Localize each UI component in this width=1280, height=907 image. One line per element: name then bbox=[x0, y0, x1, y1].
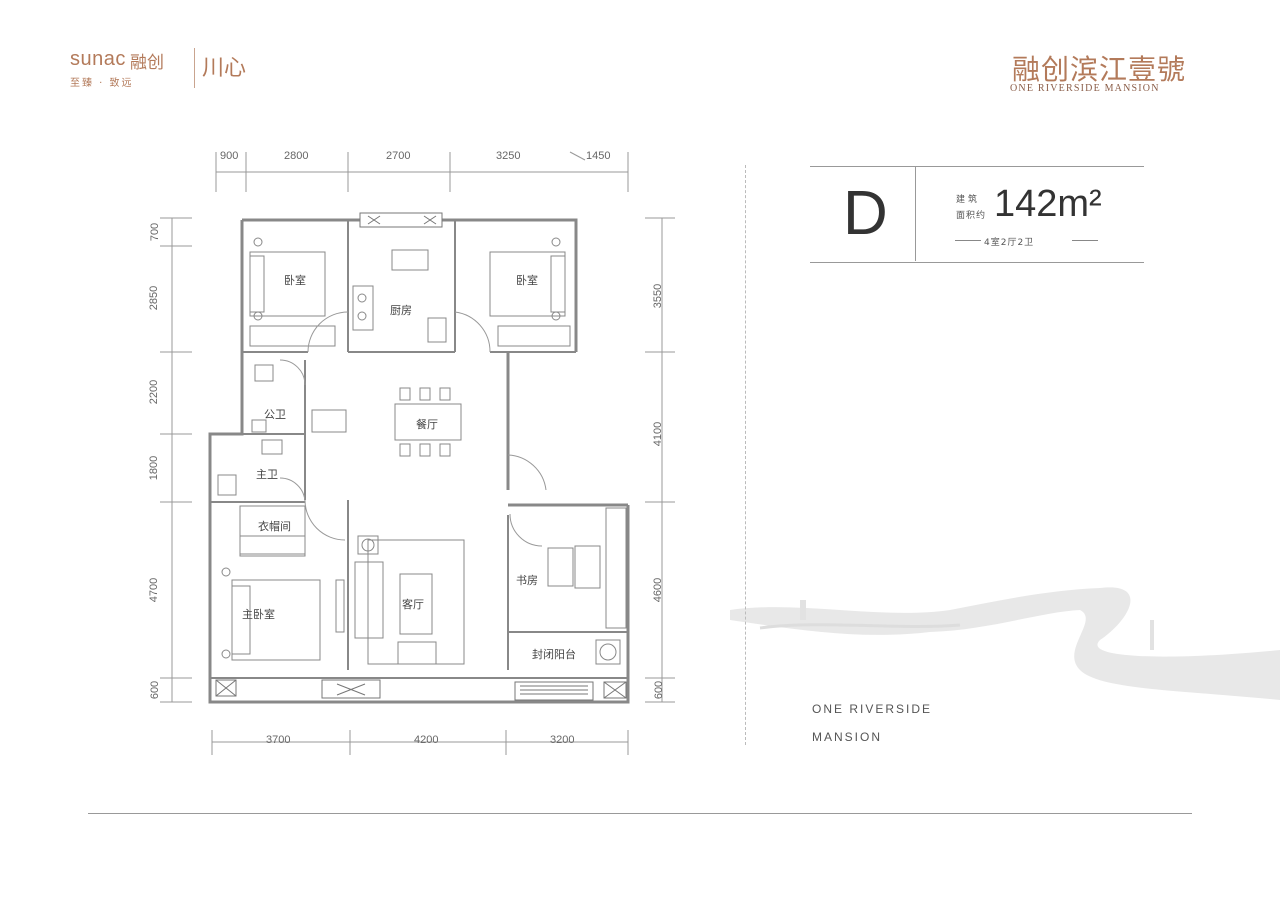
room-kitchen: 厨房 bbox=[390, 304, 412, 317]
sub-brand-mark-icon: 川心 bbox=[202, 56, 247, 81]
room-master-bedroom: 主卧室 bbox=[242, 608, 275, 621]
layout-text: 4室2厅2卫 bbox=[984, 238, 1035, 248]
dim-right-4: 600 bbox=[653, 680, 666, 700]
dim-top-3: 2700 bbox=[386, 150, 411, 162]
area-value: 142m² bbox=[994, 183, 1102, 225]
area-label-line2: 面积约 bbox=[956, 211, 987, 221]
footer-en-line2: MANSION bbox=[812, 730, 883, 744]
dim-right-1: 3550 bbox=[652, 283, 665, 309]
dim-right-3: 4600 bbox=[652, 577, 665, 603]
dim-right-2: 4100 bbox=[652, 421, 665, 447]
room-master-bath: 主卫 bbox=[256, 468, 278, 481]
project-name-cn: 融创滨江壹號 bbox=[1012, 53, 1187, 86]
project-name-en: ONE RIVERSIDE MANSION bbox=[1010, 83, 1160, 94]
footer-en-line1: ONE RIVERSIDE bbox=[812, 702, 933, 716]
room-enclosed-balcony: 封闭阳台 bbox=[532, 648, 576, 661]
dim-left-3: 2200 bbox=[148, 379, 161, 405]
room-walk-in-closet: 衣帽间 bbox=[258, 520, 291, 533]
footer-rule bbox=[88, 813, 1192, 814]
dim-bottom-3: 3200 bbox=[550, 734, 575, 746]
room-study: 书房 bbox=[516, 574, 538, 587]
dim-bottom-2: 4200 bbox=[414, 734, 439, 746]
unit-type-letter: D bbox=[843, 179, 888, 248]
dashed-separator bbox=[745, 165, 746, 745]
brand-slogan: 至臻 · 致远 bbox=[70, 78, 134, 89]
room-bedroom-2: 卧室 bbox=[516, 274, 538, 287]
dim-top-4: 3250 bbox=[496, 150, 521, 162]
area-label-line1: 建筑 bbox=[956, 195, 981, 205]
sunac-logo-cn: 融创 bbox=[130, 53, 164, 73]
dim-top-2: 2800 bbox=[284, 150, 309, 162]
unit-type-divider bbox=[915, 166, 916, 261]
dim-left-6: 600 bbox=[149, 680, 162, 700]
dim-bottom-1: 3700 bbox=[266, 734, 291, 746]
room-public-bath: 公卫 bbox=[264, 408, 286, 421]
room-living: 客厅 bbox=[402, 598, 424, 611]
dim-left-2: 2850 bbox=[148, 285, 161, 311]
layout-rule-left bbox=[955, 240, 981, 241]
ink-landscape-decoration bbox=[730, 587, 1280, 700]
logo-divider bbox=[194, 48, 195, 88]
dim-left-1: 700 bbox=[149, 222, 162, 242]
dim-top-5: 1450 bbox=[586, 150, 611, 162]
unit-type-box bbox=[810, 166, 1144, 263]
dim-left-4: 1800 bbox=[148, 455, 161, 481]
dim-left-5: 4700 bbox=[148, 577, 161, 603]
room-dining: 餐厅 bbox=[416, 418, 438, 431]
room-bedroom-1: 卧室 bbox=[284, 274, 306, 287]
dim-top-1: 900 bbox=[220, 150, 239, 162]
layout-rule-right bbox=[1072, 240, 1098, 241]
sunac-logo: sunac bbox=[70, 48, 126, 70]
